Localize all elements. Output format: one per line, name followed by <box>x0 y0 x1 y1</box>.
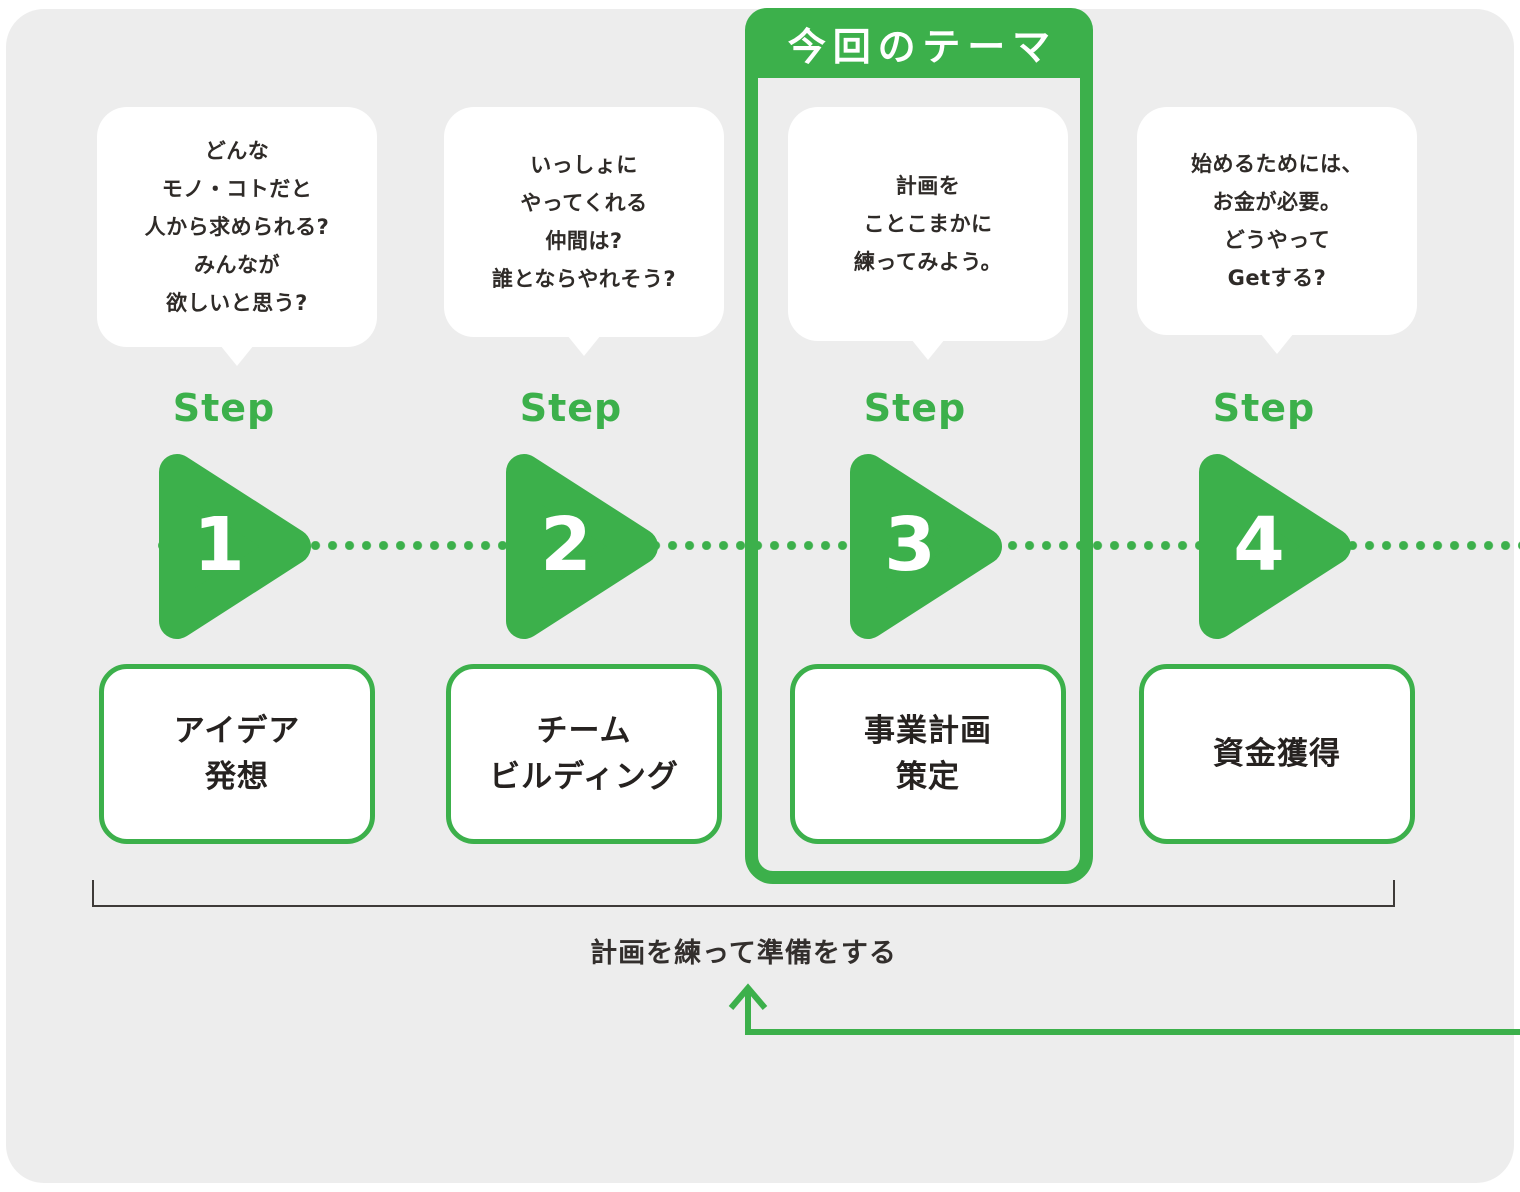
step2-word: Step <box>519 386 623 430</box>
speech-bubble-step2: いっしょに やってくれる 仲間は? 誰とならやれそう? <box>444 107 724 337</box>
step3-box-label: 事業計画 策定 <box>864 713 992 795</box>
speech-bubble-step4-text: 始めるためには、 お金が必要。 どうやって Getする? <box>1191 152 1363 290</box>
step4-word: Step <box>1212 386 1316 430</box>
step3-arrow-icon <box>850 454 1002 639</box>
step1-arrow-icon <box>159 454 311 639</box>
speech-bubble-step3: 計画を ことこまかに 練ってみよう。 <box>788 107 1068 341</box>
current-theme-banner: 今回のテーマ <box>745 8 1093 78</box>
step4-box: 資金獲得 <box>1139 664 1415 844</box>
speech-bubble-step3-text: 計画を ことこまかに 練ってみよう。 <box>853 174 1003 274</box>
current-theme-banner-label: 今回のテーマ <box>787 24 1057 69</box>
step1-box: アイデア 発想 <box>99 664 375 844</box>
step3-number: 3 <box>884 502 936 588</box>
step4-box-label: 資金獲得 <box>1213 736 1341 772</box>
speech-bubble-step1-text: どんな モノ・コトだと 人から求められる? みんなが 欲しいと思う? <box>144 139 330 315</box>
step1-number: 1 <box>193 502 245 588</box>
step3-word: Step <box>863 386 967 430</box>
step3-box: 事業計画 策定 <box>790 664 1066 844</box>
phase-bracket <box>92 880 1395 907</box>
speech-bubble-step4: 始めるためには、 お金が必要。 どうやって Getする? <box>1137 107 1417 335</box>
step4-number: 4 <box>1233 502 1285 588</box>
step2-arrow-icon <box>506 454 658 639</box>
step2-box-label: チーム ビルディング <box>489 713 679 795</box>
step4-arrow-icon <box>1199 454 1351 639</box>
feedback-arrow-icon <box>728 983 1520 1035</box>
phase-bracket-label: 計画を練って準備をする <box>590 938 897 969</box>
speech-bubble-step1: どんな モノ・コトだと 人から求められる? みんなが 欲しいと思う? <box>97 107 377 347</box>
step2-number: 2 <box>540 502 592 588</box>
step1-word: Step <box>172 386 276 430</box>
connector-dotted-line <box>158 541 1520 550</box>
step1-box-label: アイデア 発想 <box>173 713 301 795</box>
step2-box: チーム ビルディング <box>446 664 722 844</box>
speech-bubble-step2-text: いっしょに やってくれる 仲間は? 誰とならやれそう? <box>491 153 677 291</box>
